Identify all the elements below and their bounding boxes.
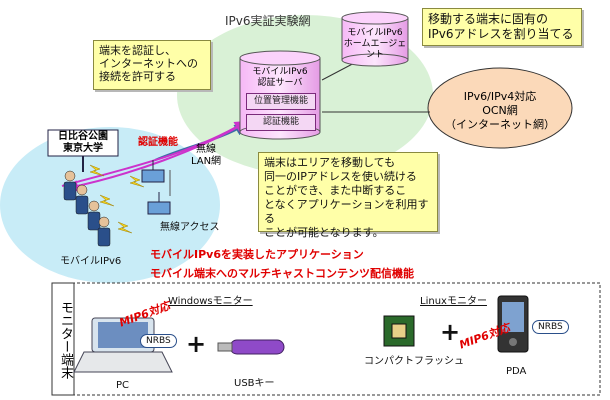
mobile-users	[63, 170, 111, 247]
auth-server-label: モバイルIPv6 認証サーバ	[240, 67, 320, 89]
feature-location-management: 位置管理機能	[246, 93, 316, 110]
mobile-ipv6-label: モバイルIPv6	[60, 256, 122, 267]
home-agent-line-2: ホームエージェント	[343, 39, 407, 60]
note-roaming: 端末はエリアを移動しても 同一のIPアドレスを使い続ける ことができ、また中断す…	[258, 152, 438, 239]
note-auth-line-2: インターネットへの	[99, 57, 198, 70]
note-authentication: 端末を認証し、 インターネットへの 接続を許可する	[93, 40, 211, 90]
monitor-side-label: モニター端末	[58, 301, 73, 379]
plus-sign-1: +	[186, 330, 207, 358]
place-line-2: 東京大学	[63, 143, 103, 154]
wireless-signal-icon	[117, 221, 133, 234]
usb-label: USBキー	[234, 378, 275, 389]
auth-server-line-1: モバイルIPv6	[252, 67, 308, 77]
linux-monitor-title: Linuxモニター	[420, 296, 487, 307]
access-point-2	[147, 192, 171, 215]
home-agent-label: モバイルIPv6 ホームエージェント	[342, 28, 408, 61]
windows-monitor-title: Windowsモニター	[168, 296, 253, 307]
ocn-line-3: （インターネット網）	[445, 118, 555, 131]
home-agent-line-1: モバイルIPv6	[347, 28, 403, 38]
ocn-line-2: OCN網	[482, 104, 518, 117]
note-roam-line-3: ことができ、また中断するこ	[264, 184, 407, 197]
feature-line-1: モバイルIPv6を実装したアプリケーション	[150, 248, 364, 261]
network-title: IPv6実証実験網	[225, 14, 311, 28]
pc-laptop	[73, 317, 173, 373]
wireless-signal-icon	[89, 164, 105, 177]
ocn-label: IPv6/IPv4対応 OCN網 （インターネット網）	[440, 90, 560, 132]
nrbs-pc-badge: NRBS	[140, 334, 177, 348]
feature-authentication: 認証機能	[246, 114, 316, 131]
monitor-side-box	[51, 282, 75, 396]
note-address-assignment: 移動する端末に固有の IPv6アドレスを割り当てる	[422, 8, 582, 46]
pda-device	[497, 295, 529, 353]
auth-server-line-2: 認証サーバ	[257, 78, 303, 88]
wlan-label: 無線 LAN網	[186, 144, 226, 168]
ocn-line-1: IPv6/IPv4対応	[463, 90, 537, 103]
compact-flash-label: コンパクトフラッシュ	[364, 356, 464, 367]
note-roam-line-2: 同一のIPアドレスを使い続ける	[264, 170, 417, 183]
wireless-access-label: 無線アクセス	[160, 222, 220, 233]
wlan-line-1: 無線	[196, 144, 216, 155]
note-roam-line-1: 端末はエリアを移動しても	[264, 156, 396, 169]
wireless-signal-icon	[99, 194, 115, 207]
pda-label: PDA	[506, 366, 527, 377]
compact-flash-card	[383, 315, 415, 347]
note-assign-line-1: 移動する端末に固有の	[428, 12, 549, 26]
wireless-signal-icon	[129, 175, 145, 188]
place-sign	[47, 129, 119, 172]
wlan-line-2: LAN網	[190, 156, 222, 167]
place-sign-text: 日比谷公園 東京大学	[48, 131, 118, 155]
note-auth-line-1: 端末を認証し、	[99, 44, 176, 57]
access-point-1	[141, 160, 165, 183]
place-line-1: 日比谷公園	[58, 131, 108, 142]
auth-function-label: 認証機能	[138, 137, 178, 148]
note-roam-line-5: ことが可能となります。	[264, 226, 384, 239]
note-roam-line-4: となくアプリケーションを利用する	[264, 198, 429, 225]
feature-line-2: モバイル端末へのマルチキャストコンテンツ配信機能	[150, 267, 414, 280]
nrbs-pda-badge: NRBS	[532, 320, 569, 334]
note-auth-line-3: 接続を許可する	[99, 70, 176, 83]
home-agent-cylinder	[341, 11, 409, 67]
note-assign-line-2: IPv6アドレスを割り当てる	[428, 27, 574, 41]
pc-label: PC	[116, 380, 130, 391]
plus-sign-2: +	[440, 318, 461, 346]
usb-key	[217, 339, 285, 355]
